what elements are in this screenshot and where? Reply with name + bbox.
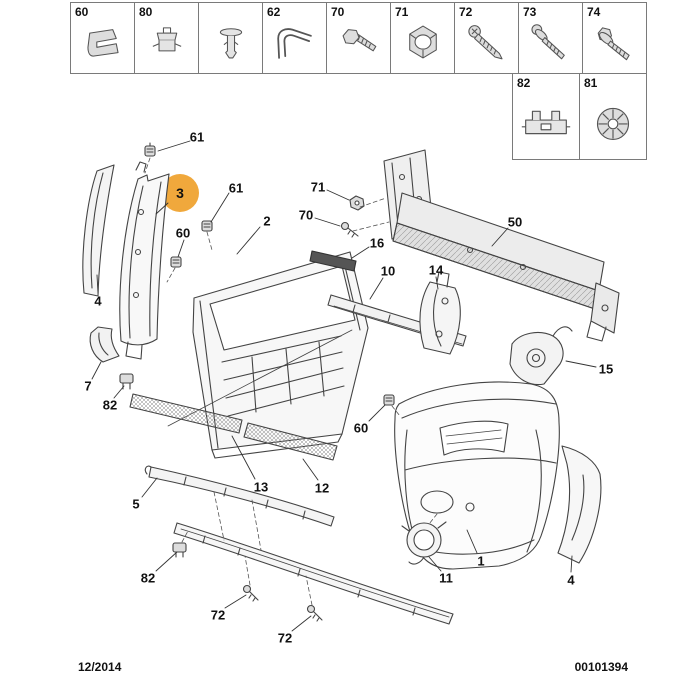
hardware-cell-label: 62 (267, 5, 281, 19)
part-bracket-14 (419, 271, 461, 355)
callout-11[interactable]: 11 (439, 570, 453, 586)
hardware-cell-label: 72 (459, 5, 473, 19)
document-number: 00101394 (574, 660, 628, 674)
clip-60-left-icon (170, 256, 182, 268)
screw-with-washer-icon (530, 24, 565, 60)
part-side-trim-left (82, 164, 115, 297)
part-bracket-7 (89, 326, 120, 363)
callout-82-a[interactable]: 82 (102, 397, 118, 413)
hex-bolt-icon (342, 29, 376, 52)
screw-72-left-icon (242, 584, 259, 602)
part-corner-panel-highlighted (119, 161, 170, 360)
callout-61-a[interactable]: 61 (189, 129, 205, 145)
callout-82-b[interactable]: 82 (140, 570, 156, 586)
hardware-cell-71[interactable]: 71 (390, 2, 455, 74)
callout-10[interactable]: 10 (380, 263, 396, 279)
hardware-cell-label: 82 (517, 76, 531, 90)
hardware-cell-74[interactable]: 74 (582, 2, 647, 74)
part-reinforcement-bar-50 (383, 149, 620, 342)
nut-71-icon (349, 195, 365, 211)
callout-50[interactable]: 50 (507, 214, 523, 230)
hardware-cell-label: 73 (523, 5, 537, 19)
callout-3-selected[interactable]: 3 (176, 185, 184, 201)
self-tapping-screw-icon (467, 25, 503, 60)
hardware-cell-label: 60 (75, 5, 89, 19)
part-mesh-grille-13 (129, 393, 243, 434)
hardware-cell-60[interactable]: 60 (70, 2, 135, 74)
hardware-cell-81[interactable]: 81 (579, 73, 647, 160)
hardware-cell-80[interactable]: 80 (134, 2, 199, 74)
hardware-cell-82[interactable]: 82 (512, 73, 580, 160)
hex-nut-icon (408, 25, 437, 59)
document-date: 12/2014 (78, 660, 122, 674)
callout-60-b[interactable]: 60 (353, 420, 369, 436)
part-bumper-cover-1 (394, 381, 560, 570)
part-lower-molding (173, 522, 454, 625)
hardware-cell-62[interactable]: 62 (262, 2, 327, 74)
leader-lines (91, 140, 597, 632)
hardware-legend-row-1: 60 80 (70, 2, 647, 74)
star-lock-washer-icon (596, 107, 630, 140)
callout-2[interactable]: 2 (263, 213, 271, 229)
callout-4-right[interactable]: 4 (567, 572, 575, 588)
hex-flange-screw-icon (597, 27, 630, 61)
part-fog-lamp-11 (401, 521, 447, 565)
callout-5[interactable]: 5 (132, 496, 140, 512)
hardware-legend-row-2: 82 81 (512, 73, 647, 160)
part-mesh-grille-12 (243, 422, 338, 461)
part-bracket-15 (509, 326, 573, 386)
part-front-panel-2 (167, 251, 369, 459)
callout-72-a[interactable]: 72 (210, 607, 226, 623)
part-lower-trim-5 (144, 465, 335, 527)
assembly-dashed-lines (144, 157, 438, 606)
callout-15[interactable]: 15 (598, 361, 614, 377)
hardware-cell-label: 70 (331, 5, 345, 19)
expansion-rivet-icon (219, 28, 242, 59)
sheet-metal-clip-icon (86, 29, 119, 57)
clip-82-left-icon (119, 373, 134, 390)
highlight-circle (161, 174, 199, 212)
callout-1[interactable]: 1 (477, 553, 485, 569)
callout-72-b[interactable]: 72 (277, 630, 293, 646)
hardware-cell-label: 74 (587, 5, 601, 19)
callout-16[interactable]: 16 (369, 235, 385, 251)
hardware-cell-rivet[interactable] (198, 2, 263, 74)
hardware-cell-73[interactable]: 73 (518, 2, 583, 74)
clip-60-right-icon (383, 394, 395, 406)
callout-61-b[interactable]: 61 (228, 180, 244, 196)
callout-7[interactable]: 7 (84, 378, 92, 394)
callout-70[interactable]: 70 (298, 207, 314, 223)
hardware-cell-label: 71 (395, 5, 409, 19)
callout-4-left[interactable]: 4 (94, 293, 102, 309)
u-rod-clip-icon (276, 28, 312, 59)
clip-61-mid-icon (201, 220, 213, 232)
bolt-70-icon (340, 221, 359, 238)
screw-72-right-icon (306, 604, 323, 622)
plastic-clip-icon (152, 27, 181, 52)
part-strip-16 (309, 250, 357, 272)
retainer-plate-icon (521, 110, 571, 134)
callout-71[interactable]: 71 (310, 179, 326, 195)
callout-60-a[interactable]: 60 (175, 225, 191, 241)
hardware-cell-label: 81 (584, 76, 598, 90)
callout-13[interactable]: 13 (253, 479, 269, 495)
hardware-cell-72[interactable]: 72 (454, 2, 519, 74)
hardware-cell-label: 80 (139, 5, 153, 19)
clip-61-top-icon (144, 142, 156, 157)
clip-82-bottom-icon (172, 542, 187, 558)
callout-14[interactable]: 14 (428, 262, 444, 278)
hardware-cell-70[interactable]: 70 (326, 2, 391, 74)
callout-12[interactable]: 12 (314, 480, 330, 496)
part-side-trim-right (557, 445, 602, 564)
